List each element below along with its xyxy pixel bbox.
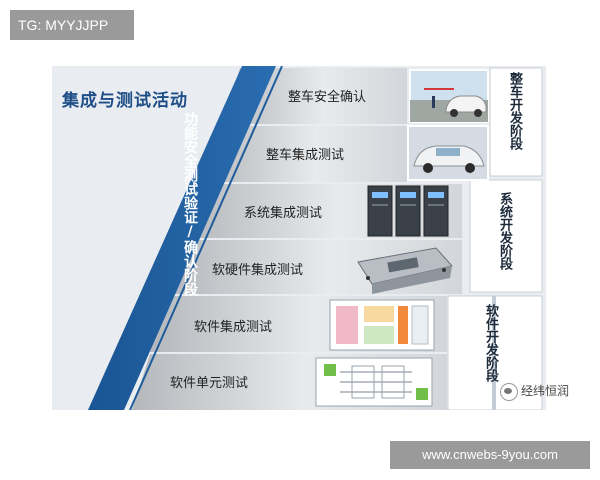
phase-box-system [469,179,543,293]
watermark: 经纬恒润 [500,382,569,401]
phase-box-vehicle [489,67,543,177]
vehicle-safety-photo [409,69,489,123]
unit-test-diagram [315,357,433,407]
step-bar-2 [204,126,407,182]
software-integration-screenshot [329,299,435,351]
page-title: 集成与测试活动 [62,91,188,111]
step-bar-3 [186,184,462,238]
footer-url: www.cnwebs-9you.com [390,441,590,469]
stage-label-system-integration: 系统集成测试 [244,206,323,221]
tg-badge: TG: MYYJJPP [10,10,134,40]
stage-label-vehicle-safety: 整车安全确认 [288,90,367,105]
ecu-hardware-photo [357,247,453,294]
phase-label-vehicle: 整车开发阶段 [507,72,522,150]
diagram-graphics [88,66,543,410]
stage-label-hw-sw-integration: 软硬件集成测试 [212,263,304,278]
phase-label-software: 软件开发阶段 [483,304,498,382]
integration-test-diagram: 集成与测试活动 功能安全测试验证/确认阶段 整车安全确认 整车集成测试 系统集成… [52,66,546,410]
wechat-icon [500,382,518,401]
watermark-text: 经纬恒润 [521,384,570,398]
validation-band-label: 功能安全测试验证/确认阶段 [182,112,198,296]
stage-label-vehicle-integration: 整车集成测试 [266,148,345,163]
validation-band [88,66,276,410]
phase-label-system: 系统开发阶段 [497,192,512,270]
phase-boxes [447,67,543,410]
system-test-racks [367,185,449,237]
vehicle-integration-photo [407,125,489,181]
stage-label-software-integration: 软件集成测试 [194,320,273,335]
stage-label-software-unit: 软件单元测试 [170,376,249,391]
